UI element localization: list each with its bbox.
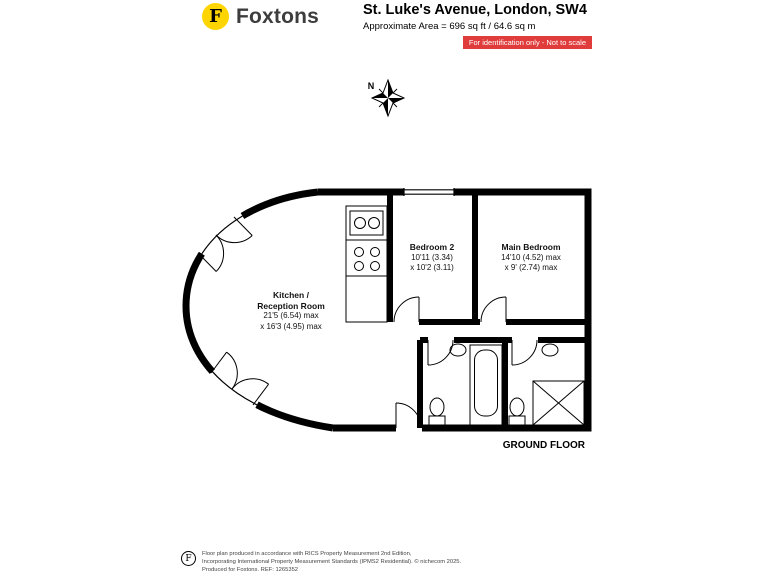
kitchen-sink: [349, 210, 384, 236]
toilet-2: [508, 397, 526, 426]
door-bathroom2: [511, 339, 538, 366]
door-swings: [197, 216, 538, 429]
identification-badge: For identification only - Not to scale: [462, 36, 592, 49]
foxtons-logo-icon: F: [202, 3, 229, 30]
window-bedroom2: [403, 187, 455, 197]
toilet-1: [428, 397, 446, 426]
kitchen-units: [345, 205, 388, 323]
basin-1: [449, 343, 467, 357]
door-main-bedroom: [480, 296, 507, 323]
door-bathroom1: [427, 339, 454, 366]
room-name: Kitchen /: [273, 290, 309, 300]
room-dimension: 21'5 (6.54) max: [263, 311, 319, 321]
footer-logo-icon: F: [181, 551, 196, 566]
footer-disclaimer: Floor plan produced in accordance with R…: [202, 551, 461, 574]
room-dimension: 14'10 (4.52) max: [501, 252, 561, 262]
room-label-bedroom2: Bedroom 2 10'11 (3.34) x 10'2 (3.11): [410, 242, 454, 273]
page-title: St. Luke's Avenue, London, SW4: [363, 2, 587, 18]
interior-walls: [387, 192, 588, 428]
room-name: Reception Room: [257, 300, 325, 311]
header-title-block: St. Luke's Avenue, London, SW4 Approxima…: [363, 2, 592, 49]
room-name: Bedroom 2: [409, 242, 455, 252]
basin-2: [541, 343, 559, 357]
shower: [532, 380, 585, 426]
room-dimension: x 9' (2.74) max: [504, 263, 558, 273]
kitchen-hob: [354, 247, 380, 271]
bathtub: [469, 344, 503, 426]
french-doors-lower: [210, 351, 270, 406]
room-label-main-bedroom: Main Bedroom 14'10 (4.52) max x 9' (2.74…: [501, 242, 561, 273]
footer-line-3: Produced for Foxtons. REF: 1265352: [202, 566, 299, 573]
room-dimension: x 16'3 (4.95) max: [260, 321, 322, 331]
room-label-kitchen: Kitchen / Reception Room 21'5 (6.54) max…: [257, 290, 325, 332]
footer-line-1: Floor plan produced in accordance with R…: [202, 551, 412, 557]
bathroom-fixtures: [428, 343, 585, 426]
room-dimension: 10'11 (3.34): [411, 252, 453, 262]
room-dimension: x 10'2 (3.11): [410, 263, 454, 273]
door-entrance: [395, 402, 422, 429]
door-bedroom2: [393, 296, 420, 323]
room-name: Main Bedroom: [501, 242, 561, 252]
kitchen-counter: [345, 205, 388, 323]
floor-label: GROUND FLOOR: [502, 440, 585, 451]
french-doors-upper: [197, 216, 253, 272]
compass-north-label: N: [368, 81, 375, 91]
approximate-area: Approximate Area = 696 sq ft / 64.6 sq m: [363, 21, 536, 32]
compass-icon: N: [368, 78, 406, 118]
foxtons-logo: F Foxtons: [202, 3, 319, 30]
brand-name: Foxtons: [236, 4, 320, 28]
footer-line-2: Incorporating International Property Mea…: [202, 558, 462, 565]
footer: F Floor plan produced in accordance with…: [181, 551, 461, 574]
